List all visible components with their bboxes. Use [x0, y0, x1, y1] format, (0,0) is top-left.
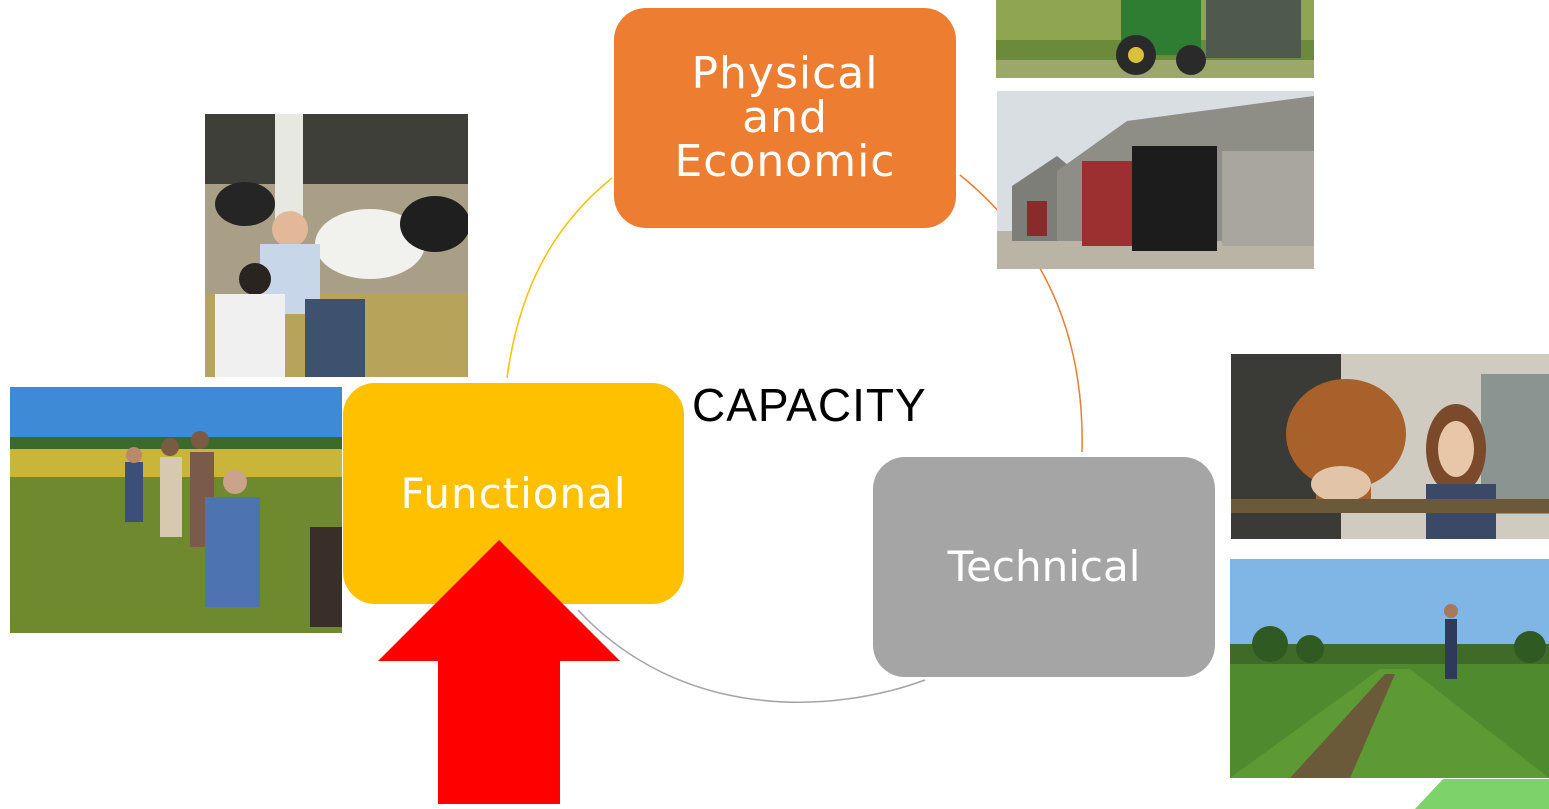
- node-physical-line-2: and: [742, 92, 828, 143]
- center-label: CAPACITY: [692, 379, 927, 431]
- node-technical-label: Technical: [947, 542, 1141, 591]
- photo-tractor: [996, 0, 1314, 78]
- red-arrow-up-icon: [378, 540, 620, 804]
- arc-technical-to-functional: [577, 609, 926, 703]
- node-functional-label: Functional: [400, 468, 627, 518]
- photo-farm-shed: [997, 91, 1314, 269]
- photo-woman-cow: [1231, 354, 1549, 539]
- node-physical-line-3: Economic: [674, 136, 896, 187]
- photo-rapeseed-field: [10, 387, 342, 633]
- node-technical: Technical: [873, 457, 1215, 677]
- node-physical-economic: Physical and Economic: [614, 8, 956, 228]
- node-physical-line-1: Physical: [691, 48, 879, 99]
- arc-functional-to-physical: [506, 177, 613, 379]
- photo-potato-field: [1230, 559, 1549, 778]
- photo-dairy-barn: [205, 114, 468, 377]
- arc-physical-to-technical: [959, 174, 1083, 453]
